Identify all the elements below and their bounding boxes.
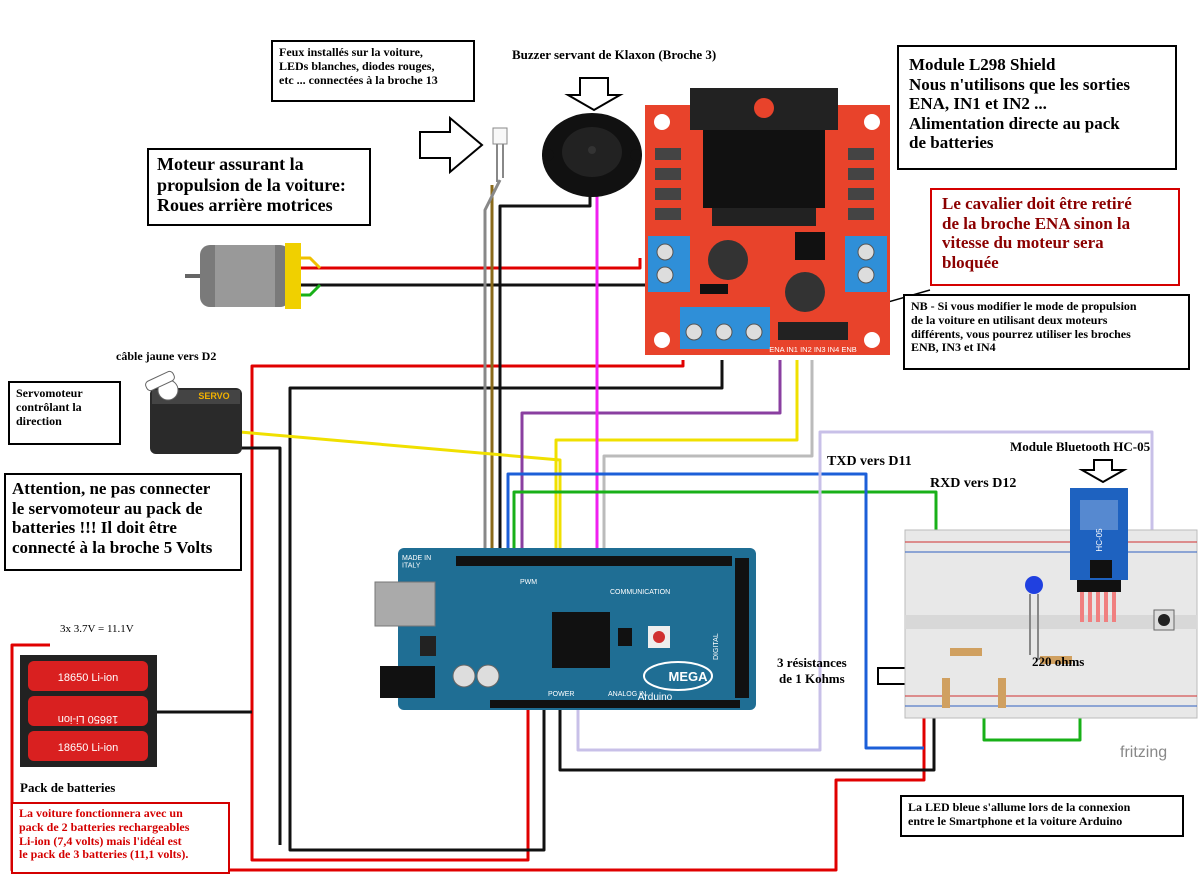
label-resistors: 3 résistances de 1 Kohms <box>777 655 847 686</box>
dc-motor <box>185 243 301 309</box>
label-txd: TXD vers D11 <box>827 454 912 469</box>
arrow-to-buzzer <box>564 77 624 112</box>
label-rxd: RXD vers D12 <box>930 476 1017 491</box>
arduino-brand: Arduino <box>638 692 673 703</box>
arrow-to-bluetooth <box>1078 459 1128 484</box>
wire-gray-led <box>483 179 502 560</box>
wire-purple-in1 <box>520 360 782 560</box>
label-yellow-cable: câble jaune vers D2 <box>116 349 217 363</box>
wire-motor-green <box>300 283 322 297</box>
wire-black-gnd <box>288 360 724 852</box>
note-blue-led: La LED bleue s'allume lors de la connexi… <box>900 795 1184 837</box>
white-led <box>492 127 508 182</box>
note-lights: Feux installés sur la voiture, LEDs blan… <box>271 40 475 102</box>
wire-black-breadboard <box>558 676 936 772</box>
wire-yellow-ena <box>554 360 799 560</box>
note-servo: Servomoteur contrôlant la direction <box>8 381 121 445</box>
arduino-pwm: PWM <box>520 579 537 586</box>
battery-cell-3: 18650 Li-ion <box>58 742 119 754</box>
battery-pack: 18650 Li-ion 18650 Li-ion 18650 Li-ion <box>20 655 157 767</box>
wire-lavender <box>576 430 1154 752</box>
battery-cell-1: 18650 Li-ion <box>58 672 119 684</box>
note-jumper: Le cavalier doit être retiré de la broch… <box>930 188 1180 286</box>
arduino-communication: COMMUNICATION <box>610 589 670 596</box>
label-bluetooth: Module Bluetooth HC-05 <box>1010 439 1151 454</box>
label-buzzer: Buzzer servant de Klaxon (Broche 3) <box>512 47 717 62</box>
l298-module: ENA IN1 IN2 IN3 IN4 ENB <box>645 88 890 355</box>
buzzer <box>542 113 642 197</box>
note-attention: Attention, ne pas connecter le servomote… <box>4 473 242 571</box>
note-l298: Module L298 Shield Nous n'utilisons que … <box>897 45 1177 170</box>
wire-motor-yellow <box>300 256 322 270</box>
wire-black-servo <box>240 446 282 845</box>
label-voltage: 3x 3.7V = 11.1V <box>60 623 134 635</box>
wire-red-motor <box>300 258 642 270</box>
wire-yellow-servo <box>239 430 562 560</box>
breadboard: HC-05 <box>904 488 1198 719</box>
l298-pin-labels: ENA IN1 IN2 IN3 IN4 ENB <box>769 345 857 354</box>
note-battery-info: La voiture fonctionnera avec un pack de … <box>11 802 230 874</box>
arduino-analog-in: ANALOG IN <box>608 691 646 698</box>
label-battery-pack: Pack de batteries <box>20 780 116 795</box>
note-motor: Moteur assurant la propulsion de la voit… <box>147 148 371 226</box>
wire-red-battery <box>10 643 50 680</box>
note-nb: NB - Si vous modifier le mode de propuls… <box>903 294 1190 370</box>
wire-black-buzzer <box>498 196 592 560</box>
servo: SERVO <box>145 370 242 454</box>
wire-white-in2 <box>602 360 814 560</box>
servo-label: SERVO <box>198 391 229 401</box>
label-220-ohms: 220 ohms <box>1032 654 1085 669</box>
arduino-power: POWER <box>548 691 574 698</box>
hc05-label: HC-05 <box>1095 528 1104 552</box>
arduino-model: MEGA <box>669 669 709 684</box>
fritzing-logo: fritzing <box>1120 744 1168 761</box>
arrow-to-led <box>419 115 484 175</box>
arduino-digital: DIGITAL <box>713 633 720 660</box>
wire-red-power <box>250 360 685 862</box>
battery-cell-2: 18650 Li-ion <box>58 713 119 725</box>
wire-blue-txd <box>506 472 924 750</box>
